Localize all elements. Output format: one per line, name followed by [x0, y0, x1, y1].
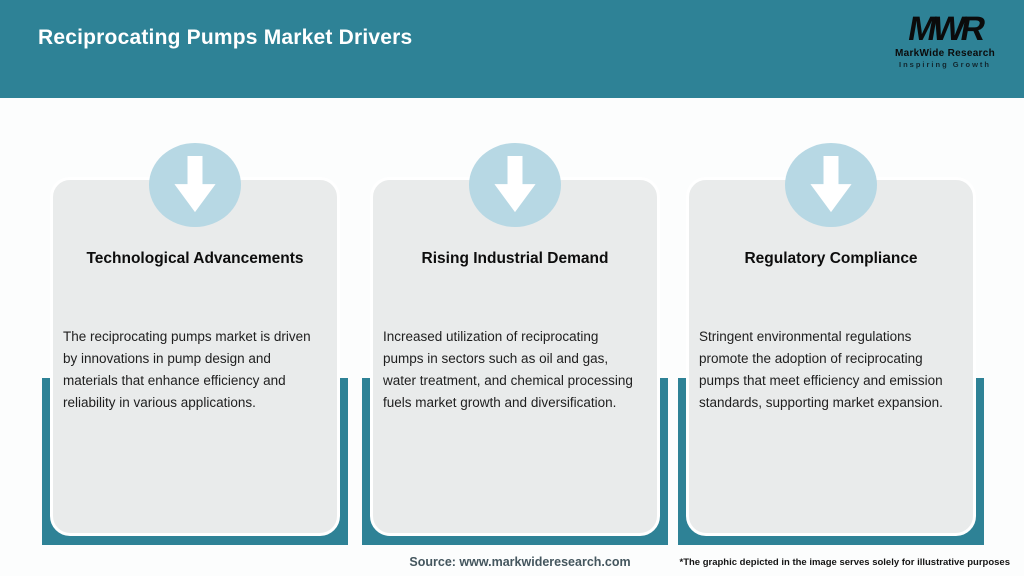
card: Regulatory Compliance Stringent environm…: [686, 177, 976, 536]
page-title: Reciprocating Pumps Market Drivers: [38, 26, 413, 49]
brand-tagline: Inspiring Growth: [899, 60, 991, 69]
driver-card-regulatory-compliance: Regulatory Compliance Stringent environm…: [678, 143, 984, 547]
disclaimer-text: *The graphic depicted in the image serve…: [679, 557, 1011, 568]
card-description: Stringent environmental regulations prom…: [699, 329, 943, 410]
brand-logo-mark: MWR: [905, 10, 985, 48]
card-title: Regulatory Compliance: [744, 250, 918, 267]
card-title: Rising Industrial Demand: [421, 250, 609, 267]
card-title: Technological Advancements: [86, 250, 304, 267]
driver-card-technological-advancements: Technological Advancements The reciproca…: [42, 143, 348, 547]
card: Technological Advancements The reciproca…: [50, 177, 340, 536]
driver-card-rising-industrial-demand: Rising Industrial Demand Increased utili…: [362, 143, 668, 547]
brand-name: MarkWide Research: [894, 48, 996, 59]
header: Reciprocating Pumps Market Drivers MWR M…: [0, 0, 1024, 98]
down-arrow-icon: [785, 143, 877, 227]
brand-logo: MWR MarkWide Research Inspiring Growth: [880, 10, 1010, 69]
card: Rising Industrial Demand Increased utili…: [370, 177, 660, 536]
source-text: Source: www.markwideresearch.com: [409, 555, 631, 569]
down-arrow-icon: [469, 143, 561, 227]
card-description: Increased utilization of reciprocating p…: [383, 329, 633, 410]
down-arrow-icon: [149, 143, 241, 227]
card-description: The reciprocating pumps market is driven…: [63, 329, 311, 410]
